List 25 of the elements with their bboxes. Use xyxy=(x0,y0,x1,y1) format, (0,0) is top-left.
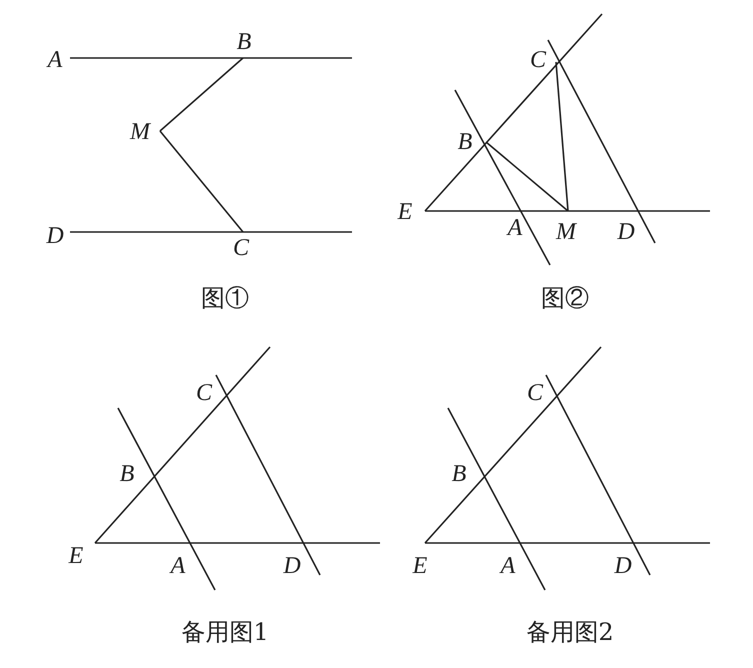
point-label: C xyxy=(196,381,212,405)
point-label: E xyxy=(68,544,84,568)
point-label: C xyxy=(233,236,249,260)
point-label: E xyxy=(398,200,412,224)
point-label: E xyxy=(412,554,428,578)
figure-caption: 图② xyxy=(541,285,589,311)
point-label: M xyxy=(130,120,150,144)
point-label: M xyxy=(556,220,576,244)
point-label: D xyxy=(46,224,64,248)
point-label: B xyxy=(458,130,472,154)
point-label: A xyxy=(170,554,186,578)
point-label: A xyxy=(48,48,62,72)
point-label: D xyxy=(614,554,632,578)
point-label: D xyxy=(283,554,301,578)
point-label: B xyxy=(452,462,466,486)
point-label: A xyxy=(508,216,522,240)
point-label: D xyxy=(617,220,635,244)
point-label: B xyxy=(120,462,134,486)
point-label: A xyxy=(500,554,516,578)
point-label: B xyxy=(236,30,252,54)
figure-caption: 备用图2 xyxy=(526,619,614,645)
point-label: C xyxy=(527,381,543,405)
figure-caption: 图① xyxy=(201,285,249,311)
figure-caption: 备用图1 xyxy=(181,619,269,645)
point-label: C xyxy=(530,48,546,72)
